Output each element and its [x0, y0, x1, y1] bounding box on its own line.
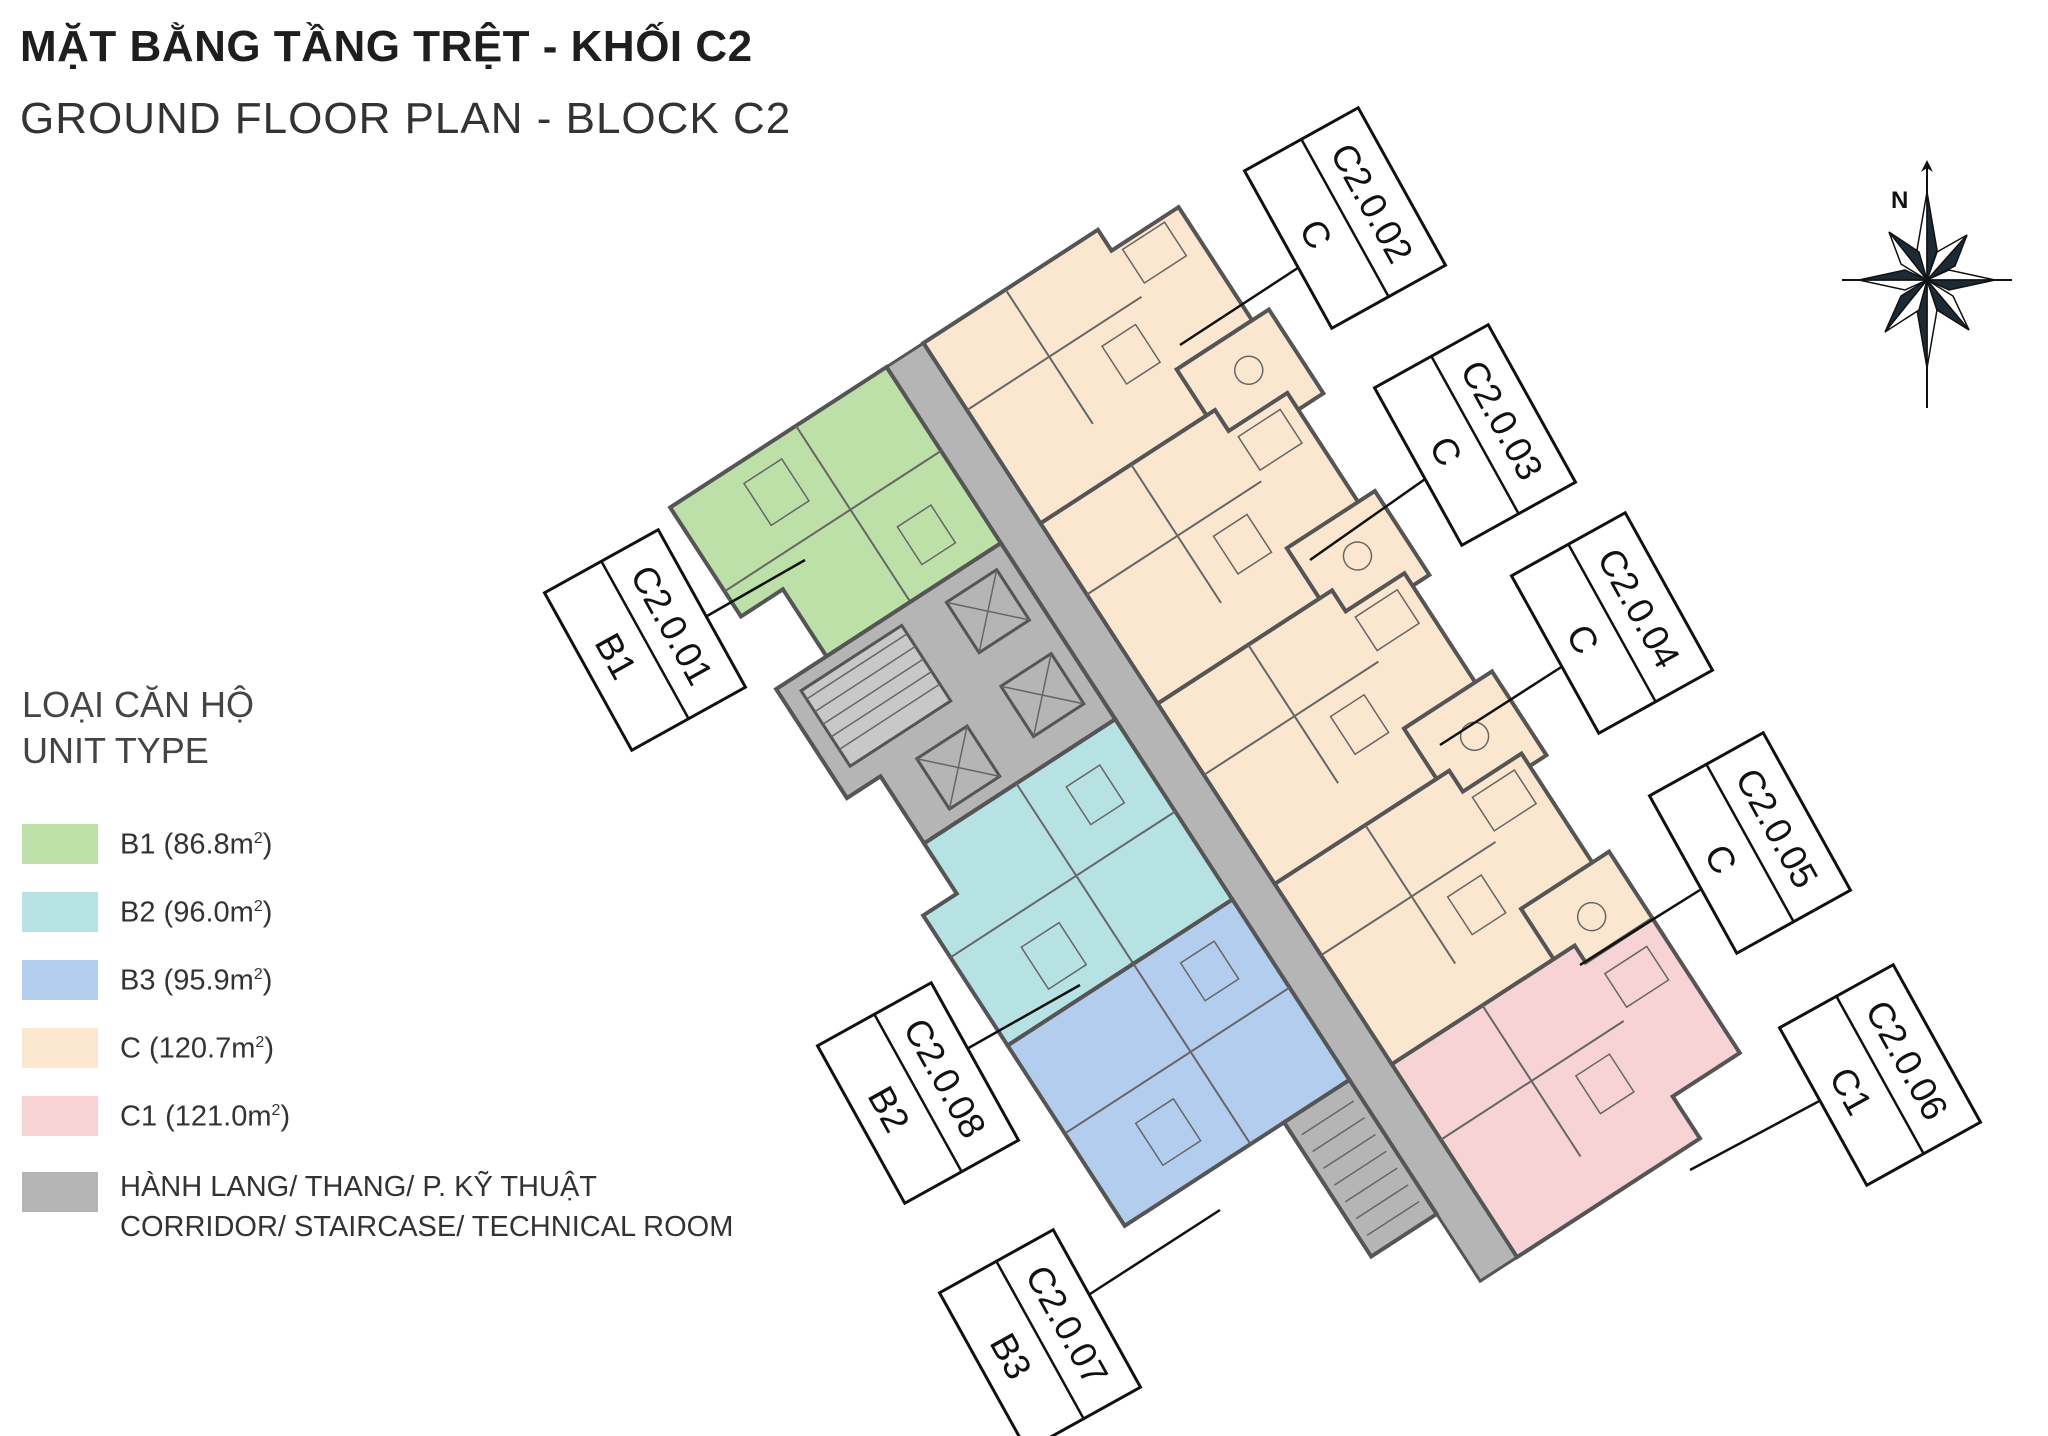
legend-code: C	[120, 1032, 141, 1065]
legend-sup: 2	[253, 898, 263, 915]
elevator	[914, 723, 1002, 812]
unit-tag-c2-0-03[interactable]: C2.0.03 C	[1372, 322, 1578, 548]
legend-close: )	[264, 1032, 274, 1065]
legend-area: (96.0m	[163, 896, 254, 929]
legend-heading-vi: LOẠI CĂN HỘ	[22, 684, 255, 725]
legend-close: )	[262, 828, 273, 861]
legend-sup: 2	[253, 966, 263, 983]
unit-tag-c2-0-05[interactable]: C2.0.05 C	[1647, 730, 1853, 956]
legend-code: C1	[120, 1100, 158, 1133]
legend-item-b1: B1 (86.8m2)	[22, 822, 733, 890]
plan-title: MẶT BẰNG TẦNG TRỆT - KHỐI C2	[20, 22, 753, 71]
unit-tag-c2-0-06[interactable]: C2.0.06 C1	[1777, 962, 1983, 1188]
legend-corridor-en: CORRIDOR/ STAIRCASE/ TECHNICAL ROOM	[120, 1211, 734, 1243]
unit-tag-c2-0-07[interactable]: C2.0.07 B3	[937, 1227, 1143, 1436]
legend-item-corridor: HÀNH LANG/ THANG/ P. KỸ THUẬT CORRIDOR/ …	[22, 1170, 733, 1270]
leader-lines	[699, 258, 1841, 1296]
swatch-corridor	[22, 1172, 98, 1212]
elevator	[998, 651, 1086, 739]
swatch-b1	[22, 824, 98, 864]
core-stair-lift	[773, 540, 1119, 847]
legend-item-b3: B3 (95.9m2)	[22, 958, 733, 1026]
legend-item-b2: B2 (96.0m2)	[22, 890, 733, 958]
legend-close: )	[280, 1100, 291, 1133]
legend-sup: 2	[271, 1102, 281, 1119]
legend-code: B2	[120, 896, 156, 929]
compass-north-label: N	[1891, 187, 1908, 214]
legend-item-c1: C1 (121.0m2)	[22, 1094, 733, 1162]
swatch-c1	[22, 1096, 98, 1136]
plan-subtitle: GROUND FLOOR PLAN - BLOCK C2	[20, 94, 792, 143]
building-block-c2	[667, 204, 1767, 1284]
legend-area: (121.0m	[165, 1100, 272, 1133]
swatch-b2	[22, 892, 98, 932]
unit-type-legend: LOẠI CĂN HỘ UNIT TYPE B1 (86.8m2) B2 (96…	[22, 682, 733, 1270]
legend-area: (95.9m	[163, 964, 254, 997]
staircase	[799, 623, 953, 769]
legend-code: B1	[120, 828, 156, 861]
legend-sup: 2	[255, 1034, 265, 1051]
legend-item-c: C (120.7m2)	[22, 1026, 733, 1094]
legend-corridor-vi: HÀNH LANG/ THANG/ P. KỸ THUẬT	[120, 1171, 597, 1203]
unit-c2-0-06[interactable]	[1389, 902, 1767, 1260]
elevator	[944, 567, 1032, 655]
compass-rose-icon: N	[1842, 160, 2012, 408]
unit-tag-c2-0-04[interactable]: C2.0.04 C	[1509, 510, 1715, 736]
legend-close: )	[262, 896, 273, 929]
legend-area: (120.7m	[149, 1032, 256, 1065]
legend-sup: 2	[253, 830, 263, 847]
legend-code: B3	[120, 964, 156, 997]
south-staircase	[1281, 1077, 1440, 1260]
legend-close: )	[262, 964, 273, 997]
unit-c2-0-07[interactable]	[1004, 896, 1353, 1229]
legend-area: (86.8m	[163, 828, 254, 861]
swatch-b3	[22, 960, 98, 1000]
swatch-c	[22, 1028, 98, 1068]
legend-heading-en: UNIT TYPE	[22, 730, 209, 771]
unit-tag-c2-0-02[interactable]: C2.0.02 C	[1242, 105, 1448, 331]
